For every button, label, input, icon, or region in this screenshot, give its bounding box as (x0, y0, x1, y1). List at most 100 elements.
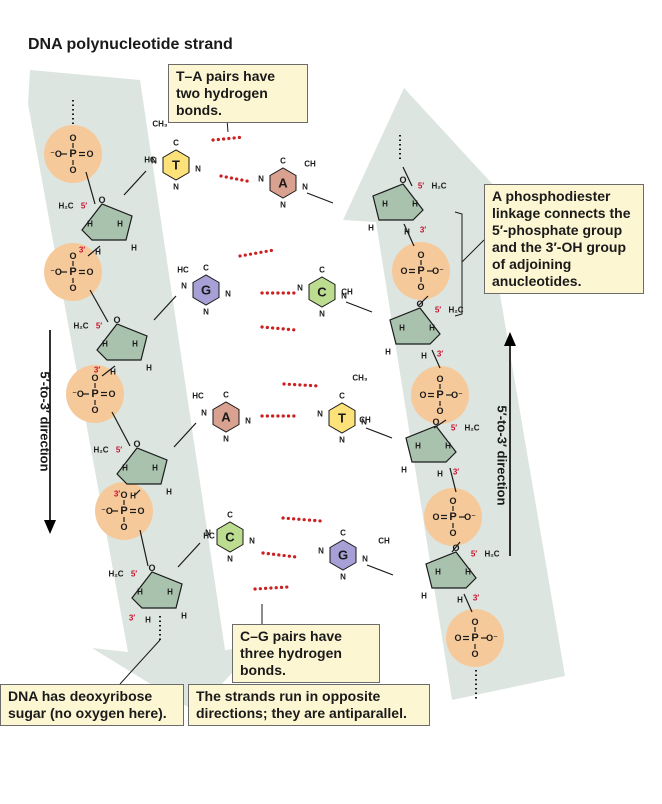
base-left-1-n3: N (173, 183, 179, 192)
diagram-title: DNA polynucleotide strand (28, 36, 233, 53)
phosphate-right-4-p: P (471, 632, 478, 644)
phosphate-left-3-o-neg: ⁻O (72, 389, 84, 399)
sugar-left-1-h4: H (131, 244, 137, 253)
sugar-right-1-h1: H (412, 200, 418, 209)
phosphate-left-3-o-dbl: O (108, 389, 115, 399)
base-left-3-c1: C (223, 391, 229, 400)
sugar-left-4-ring (131, 571, 183, 609)
callout-ta-pairs: T–A pairs have two hydrogen bonds. (168, 64, 308, 123)
sugar-right-4-h2: H (435, 568, 441, 577)
base-right-2-ring (308, 276, 336, 308)
backbone-bond-l2 (87, 245, 101, 257)
backbone-bond-l7 (139, 529, 149, 567)
phosphate-left-2-o-top: O (69, 251, 76, 261)
sugar-right-4-h2c: H₂C (484, 550, 499, 559)
backbone-bond-r2 (403, 223, 415, 247)
phosphate-right-2-o-dbl: O (419, 390, 426, 400)
sugar-right-4-ring-o: O (452, 543, 459, 553)
direction-arrowhead-right (504, 332, 516, 346)
phosphate-left-3-o-top: O (91, 373, 98, 383)
sugar-right-2-h2c: H₂C (448, 306, 463, 315)
backbone-bond-l6 (133, 489, 141, 497)
glycosidic-bond-left-1 (123, 170, 147, 196)
sugar-right-3-5prime: 5′ (451, 424, 457, 433)
base-right-2-n2: N (341, 292, 347, 301)
phosphate-left-2-p: P (69, 266, 76, 278)
sugar-left-1-5prime: 5′ (81, 202, 87, 211)
phosphate-right-1-p: P (417, 265, 424, 277)
phosphate-left-3-o-bottom: O (91, 405, 98, 415)
base-left-4-n2: N (249, 537, 255, 546)
base-right-3-n3: N (339, 436, 345, 445)
phosphate-left-4-o-top: O (120, 490, 127, 500)
base-left-1-ring (162, 149, 190, 181)
base-right-2-n3: N (319, 310, 325, 319)
sugar-right-2-3prime: 3′ (437, 350, 443, 359)
phosphate-right-4-o-top: O (471, 617, 478, 627)
sugar-right-1-ring-o: O (399, 175, 406, 185)
sugar-right-1-5prime: 5′ (418, 182, 424, 191)
phosphate-left-2-o-neg: ⁻O (50, 267, 62, 277)
sugar-left-2-h3: H (110, 368, 116, 377)
sugar-right-2-5prime: 5′ (435, 306, 441, 315)
phosphate-left-4-p: P (120, 505, 127, 517)
sugar-left-1-h2: H (117, 220, 123, 229)
hbond-gc-1 (238, 248, 276, 258)
phosphate-left-4-o-bottom: O (120, 522, 127, 532)
leader-deoxy (119, 639, 161, 685)
sugar-left-2-h4: H (146, 364, 152, 373)
sugar-right-1-h4: H (368, 224, 374, 233)
sugar-left-2-ring-o: O (113, 315, 120, 325)
sugar-left-3-h2: H (152, 464, 158, 473)
glycosidic-bond-left-2 (153, 295, 177, 321)
base-right-1-n3: N (280, 201, 286, 210)
sugar-left-1-h3: H (95, 248, 101, 257)
ch-t: CH (359, 416, 371, 425)
phosphate-left-2-circle (44, 243, 102, 301)
phosphate-left-3-p: P (91, 388, 98, 400)
base-right-2-letter: C (317, 285, 327, 300)
phosphate-left-4-circle (95, 482, 153, 540)
base-right-4-letter: G (338, 548, 348, 563)
phosphate-right-2-o-top: O (436, 374, 443, 384)
sugar-right-3-h1: H (445, 442, 451, 451)
base-right-1-n1: N (258, 175, 264, 184)
backbone-bond-r1 (402, 166, 413, 187)
direction-label-right: 5′-to-3′ direction (494, 405, 510, 506)
phosphate-right-2-o-neg: O⁻ (451, 390, 463, 400)
base-right-1-c1: C (280, 157, 286, 166)
ch-a: CH (304, 160, 316, 169)
sugar-right-1-ring (372, 183, 424, 221)
sugar-left-3-h4: H (166, 488, 172, 497)
phosphate-left-1-p: P (69, 148, 76, 160)
backbone-bond-r3 (417, 295, 429, 307)
base-left-2-n3: N (203, 308, 209, 317)
sugar-left-3-5prime: 5′ (116, 446, 122, 455)
phosphate-left-1-o-neg: ⁻O (50, 149, 62, 159)
phosphate-left-1-o-bottom: O (69, 165, 76, 175)
phosphate-left-4-o-neg: ⁻O (101, 506, 113, 516)
phosphate-left-2-o-dbl: O (86, 267, 93, 277)
hbond-at-1 (282, 382, 321, 388)
base-right-4-ring (329, 539, 357, 571)
bracket-phosphodiester (454, 211, 463, 317)
phosphate-right-3-o-bottom: O (449, 528, 456, 538)
phosphate-right-2-p: P (436, 389, 443, 401)
base-right-3-n1: N (317, 410, 323, 419)
sugar-left-4-h2c: H₂C (108, 570, 123, 579)
base-left-4-c1: C (227, 511, 233, 520)
base-left-4-ring (216, 521, 244, 553)
backbone-bond-l5 (111, 411, 131, 447)
ch-g: CH (378, 537, 390, 546)
backbone-bond-l1 (85, 171, 96, 205)
sugar-right-1-h2c: H₂C (431, 182, 446, 191)
phosphate-left-2-o-bottom: O (69, 283, 76, 293)
sugar-right-4-h1: H (465, 568, 471, 577)
sugar-right-3-ring (405, 425, 457, 463)
callout-cg-pairs: C–G pairs have three hydrogen bonds. (232, 624, 380, 683)
base-left-3-n1: N (201, 409, 207, 418)
direction-label-left: 5′-to-3′ direction (37, 371, 53, 472)
phosphate-left-1-o-top: O (69, 133, 76, 143)
backbone-bond-r6 (449, 467, 457, 493)
base-left-4-letter: C (225, 530, 235, 545)
